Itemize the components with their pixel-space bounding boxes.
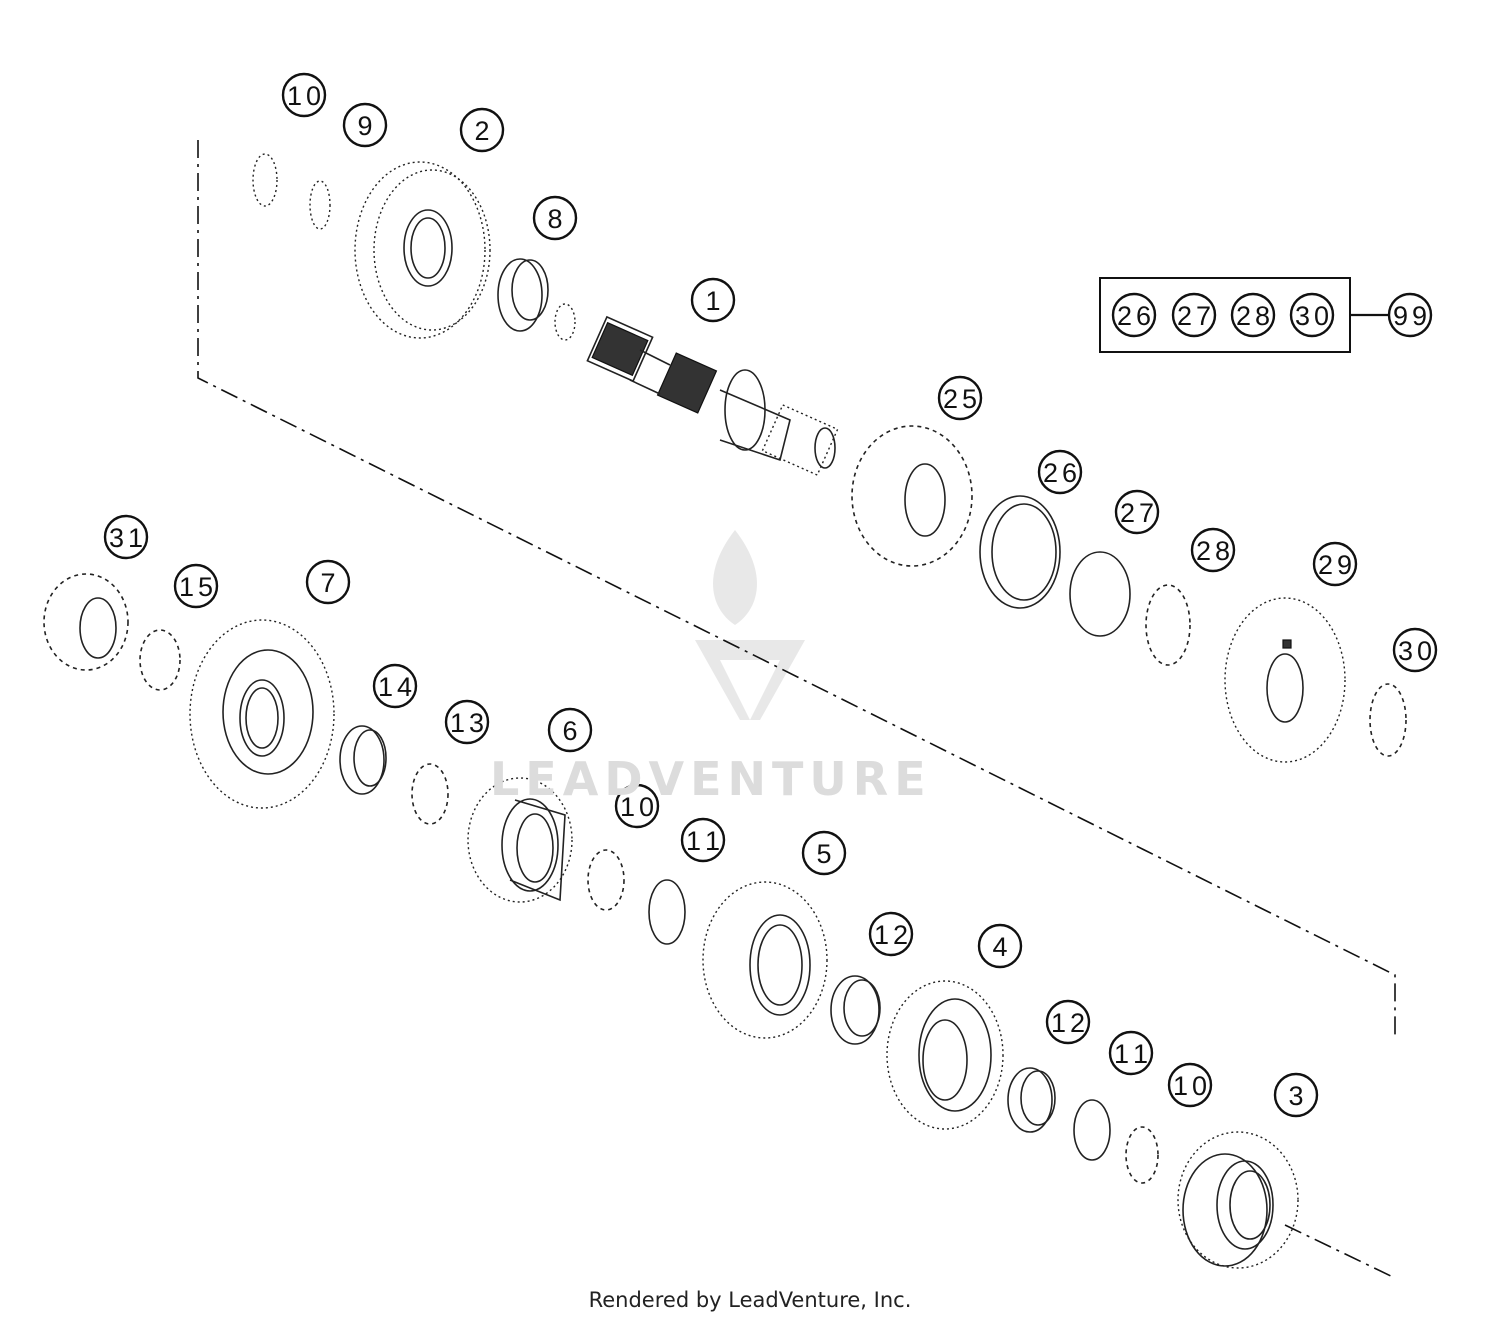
callout-9: 9: [342, 102, 388, 148]
callout-26: 26: [1037, 449, 1083, 495]
part-31-bearing: [43, 573, 129, 671]
part-27-shim: [1069, 551, 1131, 637]
part-7-gear: [189, 619, 335, 809]
callout-28: 28: [1230, 292, 1276, 338]
part-15-washer: [139, 629, 181, 691]
callout-12: 12: [868, 911, 914, 957]
callout-10: 10: [614, 783, 660, 829]
callout-13: 13: [444, 699, 490, 745]
part-13-washer: [411, 763, 449, 825]
part-3-shift-gear: [1177, 1131, 1299, 1269]
part-8-bushing: [497, 258, 549, 332]
part-9-10-washers-top: [252, 153, 331, 230]
part-11-10-washers-bottom: [1073, 1099, 1159, 1184]
callout-10: 10: [281, 72, 327, 118]
render-credit-footer: Rendered by LeadVenture, Inc.: [588, 1288, 912, 1312]
callout-6: 6: [547, 707, 593, 753]
callout-1: 1: [690, 277, 736, 323]
part-2-gear: [354, 161, 491, 339]
assembly-axis-lines: [197, 140, 1396, 1279]
callout-label: 1: [705, 286, 720, 316]
callout-29: 29: [1312, 541, 1358, 587]
callout-2: 2: [459, 107, 505, 153]
callout-7: 7: [305, 559, 351, 605]
part-5-gear: [702, 881, 828, 1039]
part-10-11-washers-middle: [587, 849, 686, 945]
part-6-shift-gear: [467, 777, 573, 903]
callout-label: 4: [992, 932, 1007, 962]
callout-3: 3: [1273, 1072, 1319, 1118]
callout-label: 2: [474, 116, 489, 146]
callout-4: 4: [977, 923, 1023, 969]
callout-label: 9: [357, 111, 372, 141]
callout-15: 15: [173, 563, 219, 609]
callout-label: 8: [547, 204, 562, 234]
part-1-main-shaft: [554, 303, 839, 476]
callout-label: 6: [562, 716, 577, 746]
part-30-nut: [1369, 683, 1407, 757]
callout-30: 30: [1289, 292, 1335, 338]
watermark-text: LEADVENTURE: [490, 752, 932, 806]
part-29-sprocket: [1224, 597, 1346, 763]
part-14-bushing: [339, 725, 387, 795]
part-28-washer: [1145, 584, 1191, 666]
callout-label: 5: [816, 839, 831, 869]
part-12-bushing-b: [1007, 1067, 1056, 1133]
callout-label: 3: [1288, 1081, 1303, 1111]
callout-26: 26: [1111, 292, 1157, 338]
part-25-bearing: [851, 425, 973, 567]
callout-12: 12: [1045, 999, 1091, 1045]
callout-5: 5: [801, 830, 847, 876]
callout-8: 8: [532, 195, 578, 241]
callout-28: 28: [1190, 527, 1236, 573]
callout-10: 10: [1167, 1062, 1213, 1108]
leadventure-logo-watermark: [695, 530, 805, 720]
callout-11: 11: [680, 817, 726, 863]
callout-27: 27: [1171, 292, 1217, 338]
callout-31: 31: [103, 514, 149, 560]
callout-27: 27: [1114, 489, 1160, 535]
callout-14: 14: [372, 663, 418, 709]
part-12-bushing-a: [830, 975, 881, 1045]
callout-30: 30: [1392, 627, 1438, 673]
callout-label: 7: [320, 568, 335, 598]
callout-25: 25: [937, 375, 983, 421]
part-4-gear: [886, 980, 1004, 1130]
callout-11: 11: [1108, 1030, 1154, 1076]
part-26-ring: [979, 495, 1061, 609]
callout-99: 99: [1387, 292, 1433, 338]
